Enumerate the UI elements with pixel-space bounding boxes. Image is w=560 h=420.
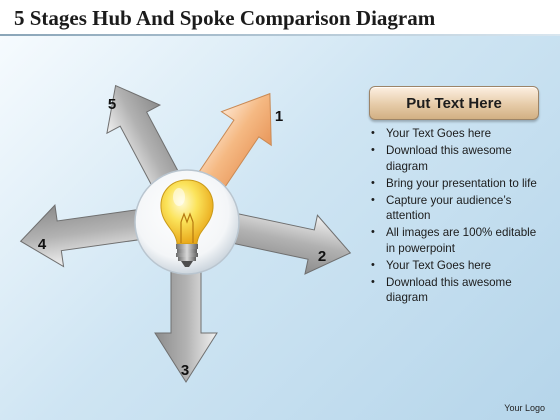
lightbulb-icon [160, 179, 214, 267]
page-title: 5 Stages Hub And Spoke Comparison Diagra… [14, 6, 436, 30]
bullet-item: Bring your presentation to life [368, 176, 540, 192]
stage-label-2: 2 [318, 248, 326, 265]
text-panel-heading-box: Put Text Here [369, 86, 539, 120]
stage-label-3: 3 [181, 362, 189, 379]
title-divider [0, 34, 560, 36]
bullet-item: Your Text Goes here [368, 126, 540, 142]
stage-label-1: 1 [275, 108, 283, 125]
stage-label-5: 5 [108, 96, 116, 113]
bullet-item: Capture your audience’s attention [368, 193, 540, 224]
bullet-item: Download this awesome diagram [368, 275, 540, 306]
bullet-item: Your Text Goes here [368, 258, 540, 274]
bullet-list: Your Text Goes here Download this awesom… [368, 126, 540, 307]
text-panel-heading: Put Text Here [406, 94, 502, 112]
bullet-item: All images are 100% editable in powerpoi… [368, 225, 540, 256]
bullet-item: Download this awesome diagram [368, 143, 540, 174]
stage-label-4: 4 [38, 236, 47, 253]
footer-logo-text: Your Logo [504, 403, 545, 413]
